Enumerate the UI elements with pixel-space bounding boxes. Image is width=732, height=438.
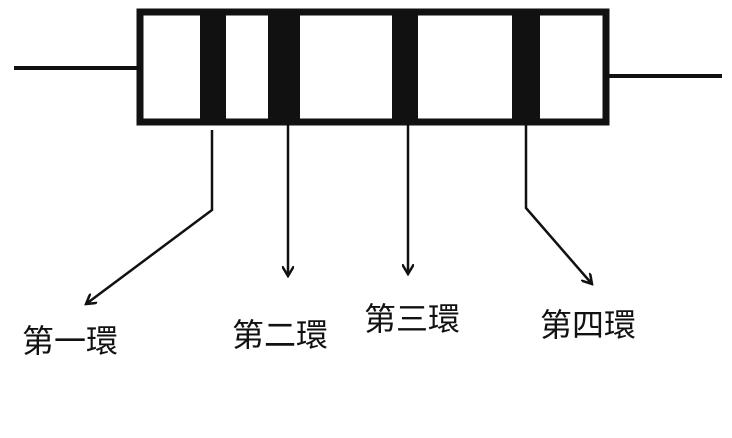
band-3 xyxy=(392,14,418,120)
band-1 xyxy=(200,14,226,120)
label-band-2: 第二環 xyxy=(232,316,328,354)
leader-arrow-band-4 xyxy=(524,122,592,284)
label-band-4: 第四環 xyxy=(540,306,636,344)
label-band-3: 第三環 xyxy=(364,300,460,338)
band-4 xyxy=(512,14,540,120)
band-2 xyxy=(268,14,300,120)
label-band-1: 第一環 xyxy=(22,322,118,360)
leader-arrow-band-1 xyxy=(86,130,214,304)
